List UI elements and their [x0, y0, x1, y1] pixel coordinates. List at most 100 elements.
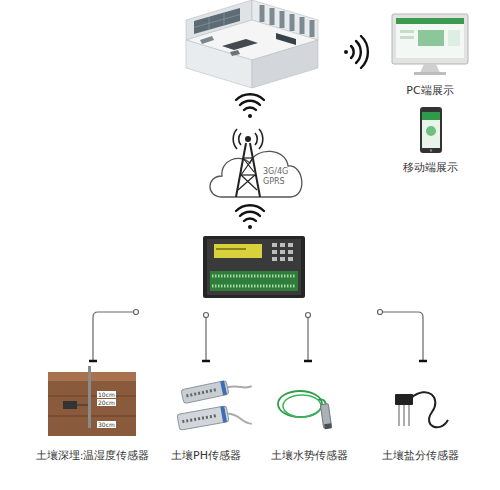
probe-holes	[186, 389, 217, 396]
screen-line	[400, 36, 414, 39]
tower-brace	[243, 157, 253, 158]
sensor-body	[395, 394, 413, 405]
node-label: 移动端展示	[403, 161, 458, 175]
sensor-node: 移动端展示	[385, 160, 475, 176]
phone-button	[430, 149, 432, 151]
sensor-node: 土壤深埋:温湿度传感器	[20, 448, 165, 464]
node-label: 土壤盐分传感器	[382, 449, 459, 463]
ph-sensors	[177, 375, 252, 436]
wifi-arc	[361, 36, 368, 68]
tower-brace	[241, 174, 255, 175]
cable-coil	[278, 391, 322, 417]
wire	[383, 312, 423, 360]
wire	[205, 318, 206, 360]
window-panel	[280, 11, 285, 28]
wifi-arc	[236, 94, 264, 100]
wifi-arc	[244, 219, 256, 221]
terminal-pins	[212, 275, 296, 278]
soil-block	[48, 372, 136, 436]
wire-end	[89, 360, 97, 363]
key	[280, 243, 285, 247]
node-label: 土壤深埋:温湿度传感器	[36, 449, 150, 463]
window-panel	[310, 20, 315, 37]
data-logger	[203, 236, 305, 298]
wire-end	[419, 360, 427, 363]
soil-section	[48, 366, 136, 436]
tower-antenna	[245, 136, 251, 142]
signal-arc	[259, 129, 263, 149]
cloud-tower	[210, 129, 302, 197]
pc-monitor	[392, 14, 468, 75]
probe-cable	[227, 382, 251, 391]
probe-ring	[220, 406, 227, 422]
console-desk	[222, 39, 258, 50]
monitor-frame	[392, 14, 468, 64]
soil-layer	[48, 372, 136, 381]
probe-rod	[88, 366, 91, 428]
logger-display	[214, 244, 262, 258]
screen-header	[396, 18, 464, 24]
monitor-base	[414, 72, 446, 75]
mobile-phone	[420, 107, 442, 153]
key	[272, 257, 277, 261]
water-potential-sensor	[278, 391, 332, 429]
wifi-arc	[240, 212, 260, 216]
monitor-stand	[420, 64, 440, 73]
probe-cable	[228, 410, 252, 428]
key	[288, 250, 293, 254]
depth-label: 30cm	[97, 421, 116, 428]
probe-body	[181, 380, 229, 403]
terminal-strip	[210, 271, 298, 291]
terminal-pins	[212, 285, 296, 288]
sensor-node: PC端展示	[385, 83, 475, 99]
screen-panel	[448, 30, 460, 46]
node-label: 土壤水势传感器	[271, 449, 348, 463]
sensor-pin	[403, 405, 405, 426]
wifi-dot	[248, 114, 252, 118]
phone-body	[420, 107, 442, 153]
wire-terminal	[204, 313, 209, 318]
logger-body	[203, 236, 305, 298]
window-panel	[270, 8, 275, 25]
wifi-icon	[236, 205, 264, 229]
soil-layer	[48, 415, 136, 417]
sensor-pin	[408, 405, 410, 426]
depth-label: 20cm	[97, 399, 116, 406]
room-side	[252, 40, 318, 88]
chair	[230, 50, 240, 56]
sensor-wiring	[89, 310, 427, 362]
screen-line	[400, 30, 414, 33]
window-panel	[300, 17, 305, 34]
sensor-pin	[398, 405, 400, 426]
ph-probe	[177, 402, 252, 436]
node-label: 土壤PH传感器	[171, 449, 241, 463]
key	[280, 250, 285, 254]
phone-screen	[422, 112, 440, 148]
tower-brace	[241, 158, 253, 175]
display-line	[216, 248, 246, 250]
desk	[200, 36, 214, 44]
sensor-node: 土壤水势传感器	[250, 448, 368, 464]
depth-label: 10cm	[97, 391, 116, 398]
logger-panel	[207, 239, 301, 295]
control-room	[186, 0, 318, 88]
node-label: 3G/4G GPRS	[263, 167, 293, 187]
key	[288, 243, 293, 247]
wifi-dot	[344, 50, 348, 54]
phone-gauge	[426, 126, 436, 136]
key	[280, 257, 285, 261]
window-panel	[290, 14, 295, 31]
wifi-arc	[356, 41, 361, 63]
cable-coil	[283, 395, 321, 417]
sensor-cable	[77, 405, 88, 406]
sensor-node: 3G/4G GPRS	[263, 165, 293, 189]
signal-arc	[233, 129, 237, 149]
wifi-arc	[244, 108, 256, 110]
soil-layer	[48, 395, 136, 397]
key	[288, 257, 293, 261]
wire-terminal	[378, 310, 383, 315]
phone-header	[422, 112, 440, 120]
ph-probe	[181, 375, 252, 403]
